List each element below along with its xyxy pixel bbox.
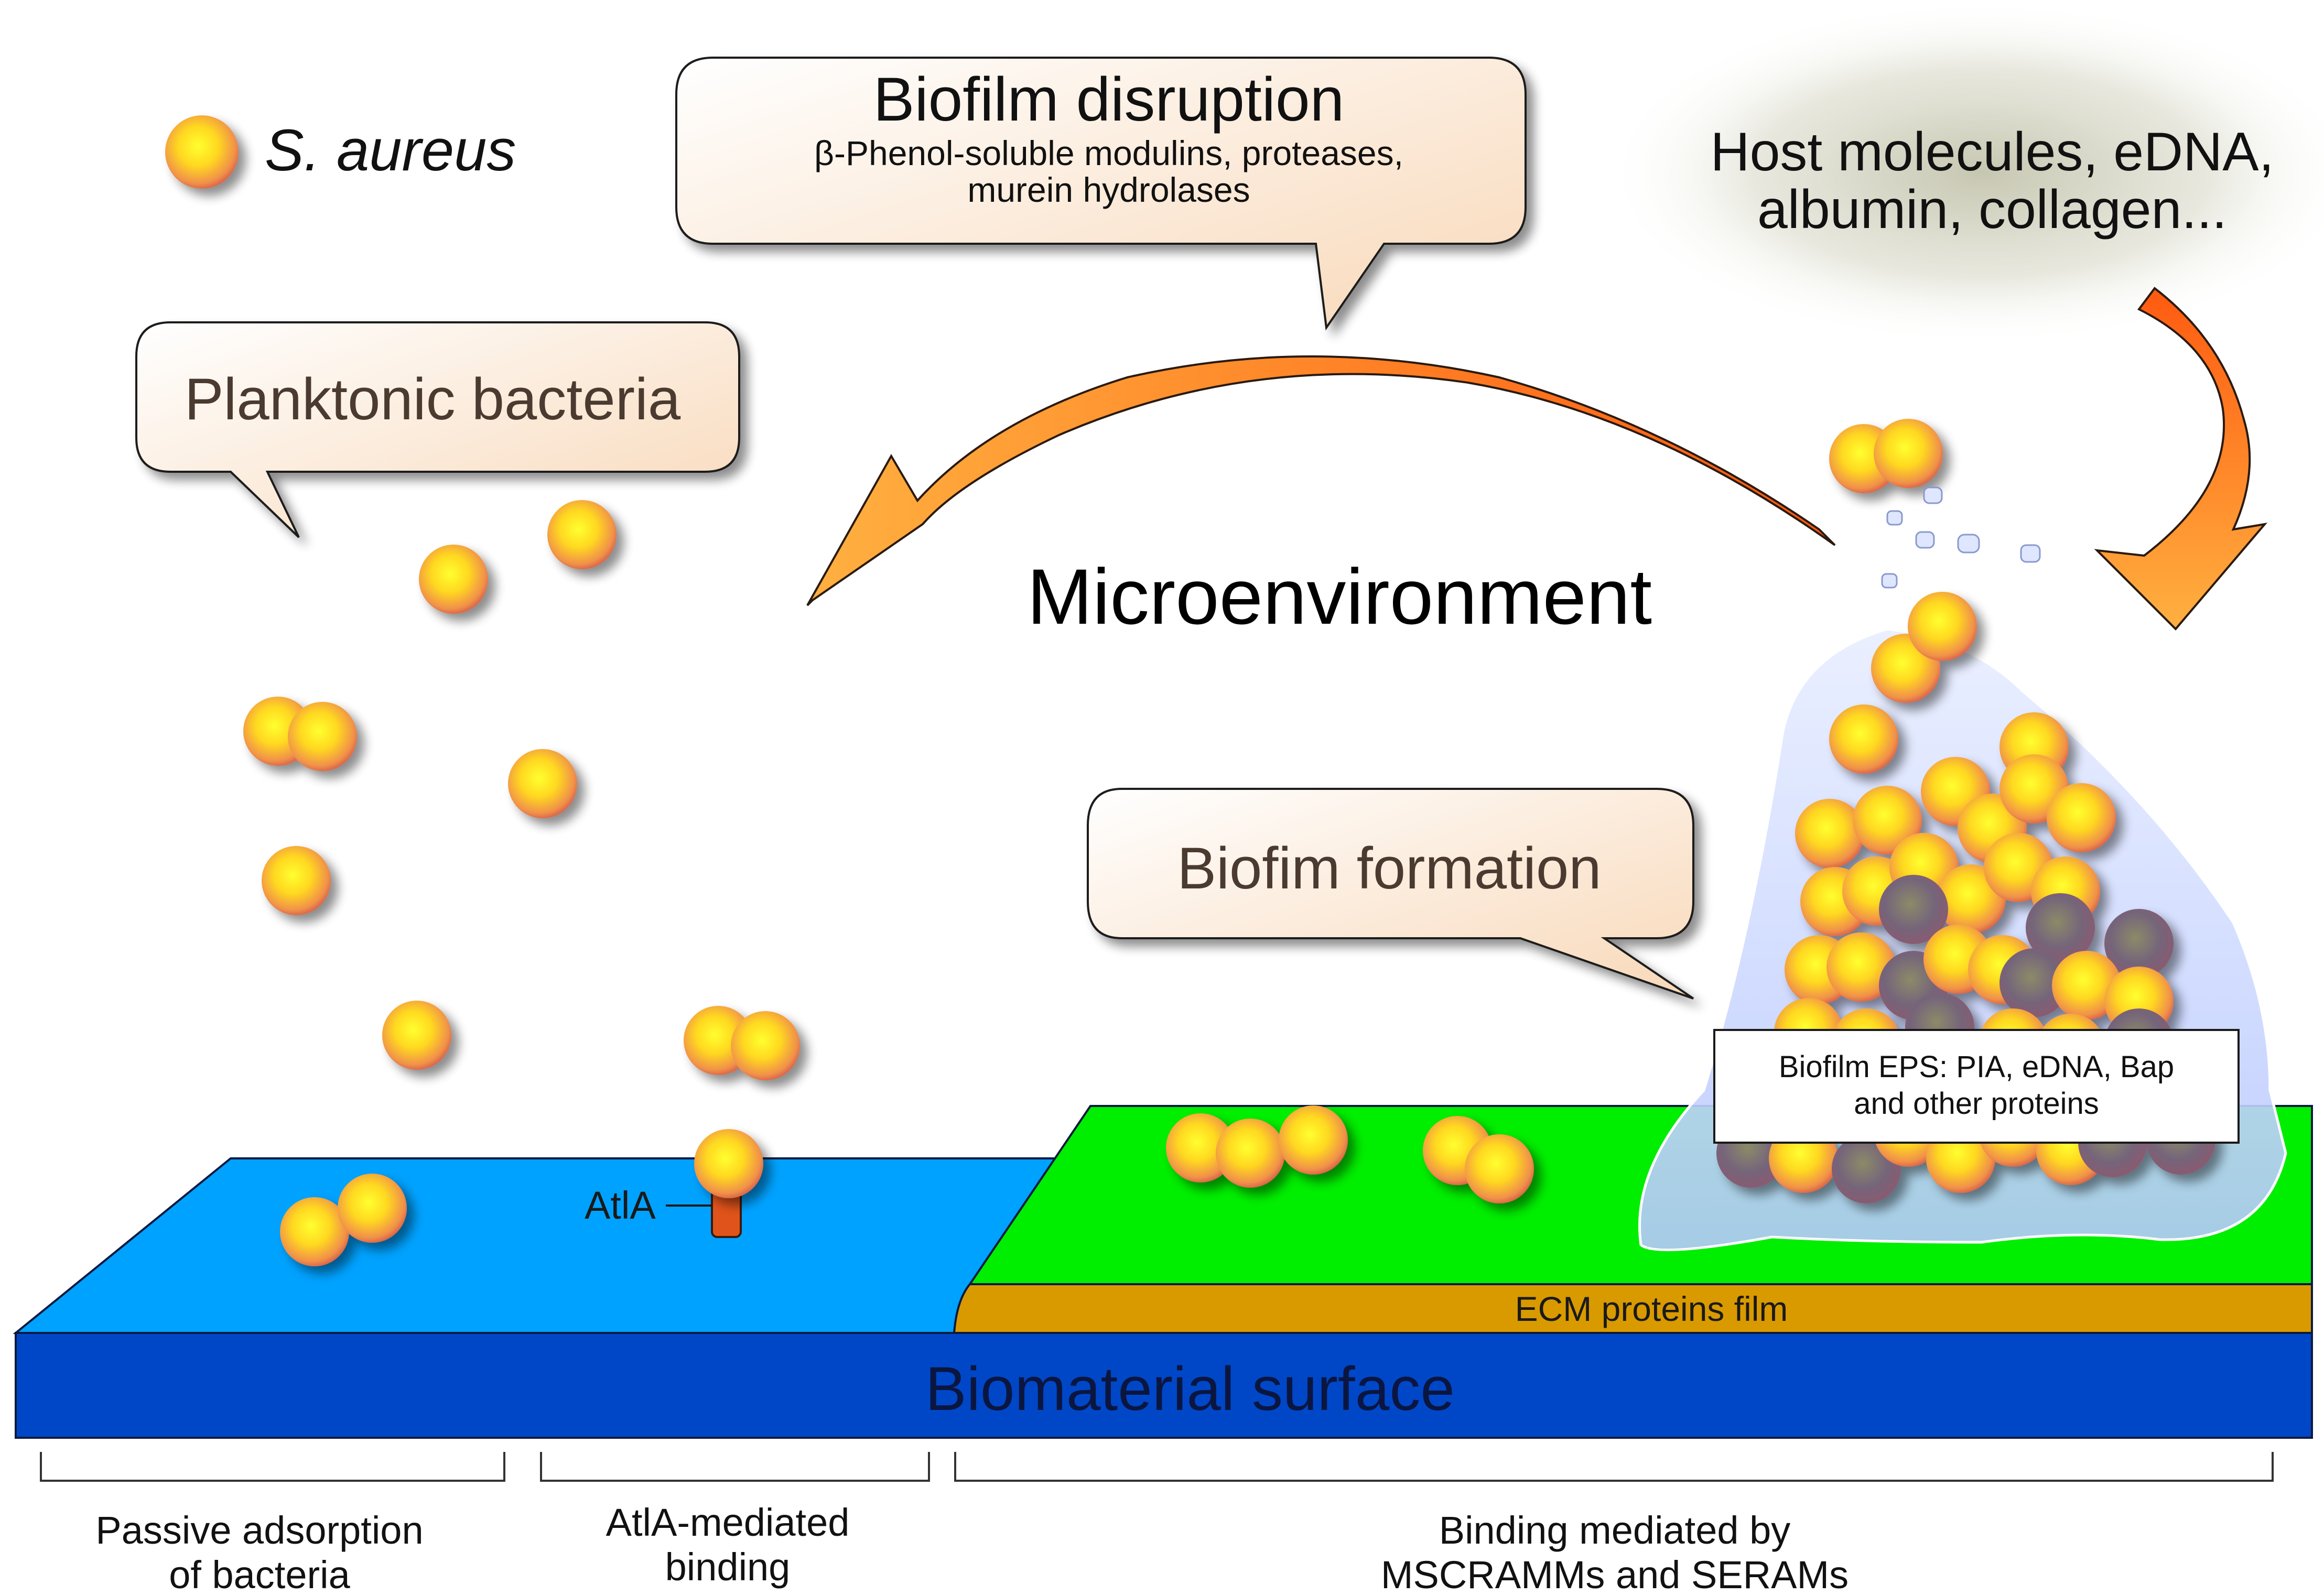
dispersing-cells (1829, 419, 1943, 493)
atla-binding-line2: binding (665, 1545, 791, 1589)
planktonic-title: Planktonic bacteria (185, 366, 681, 432)
eps-line2: and other proteins (1854, 1087, 2099, 1121)
bubble-disruption (675, 57, 1527, 331)
passive-line1: Passive adsorption (95, 1509, 423, 1552)
disruption-line2: murein hydrolases (967, 170, 1250, 209)
eps-box (1713, 1029, 2240, 1144)
host-line1: Host molecules, eDNA, (1710, 122, 2274, 182)
bubble-planktonic (135, 321, 740, 538)
bracket-passive (40, 1452, 505, 1482)
host-haze (1604, 0, 2324, 346)
formation-title: Biofim formation (1177, 836, 1601, 901)
disruption-arrow (806, 355, 1836, 606)
disruption-line1: β-Phenol-soluble modulins, proteases, (814, 134, 1403, 172)
host-line2: albumin, collagen... (1757, 179, 2227, 240)
bracket-atla (540, 1452, 930, 1482)
microenvironment-label: Microenvironment (1027, 552, 1652, 641)
surface-slab (15, 1332, 2313, 1439)
legend-label: S. aureus (265, 117, 516, 183)
ecm-label: ECM proteins film (1515, 1289, 1788, 1328)
planktonic-cells (243, 500, 800, 1080)
bubble-formation (1087, 788, 1694, 1000)
atla-label: AtlA (585, 1184, 656, 1227)
atla-binding-line1: AtlA-mediated (606, 1501, 850, 1544)
blue-plate (13, 1157, 1076, 1334)
dispersed-particles (1881, 486, 2041, 589)
eps-line1: Biofilm EPS: PIA, eDNA, Bap (1779, 1050, 2174, 1084)
disruption-title: Biofilm disruption (873, 65, 1344, 134)
legend-cell-icon (165, 115, 239, 189)
atla-cell (694, 1129, 763, 1198)
mscramm-line1: Binding mediated by (1439, 1509, 1791, 1552)
mscramm-line2: MSCRAMMs and SERAMs (1381, 1553, 1849, 1595)
adsorbed-cells (280, 1105, 1534, 1266)
bracket-mscramm (954, 1452, 2274, 1482)
passive-line2: of bacteria (169, 1553, 350, 1595)
surface-label: Biomaterial surface (925, 1354, 1455, 1424)
host-arrow (2094, 287, 2268, 631)
